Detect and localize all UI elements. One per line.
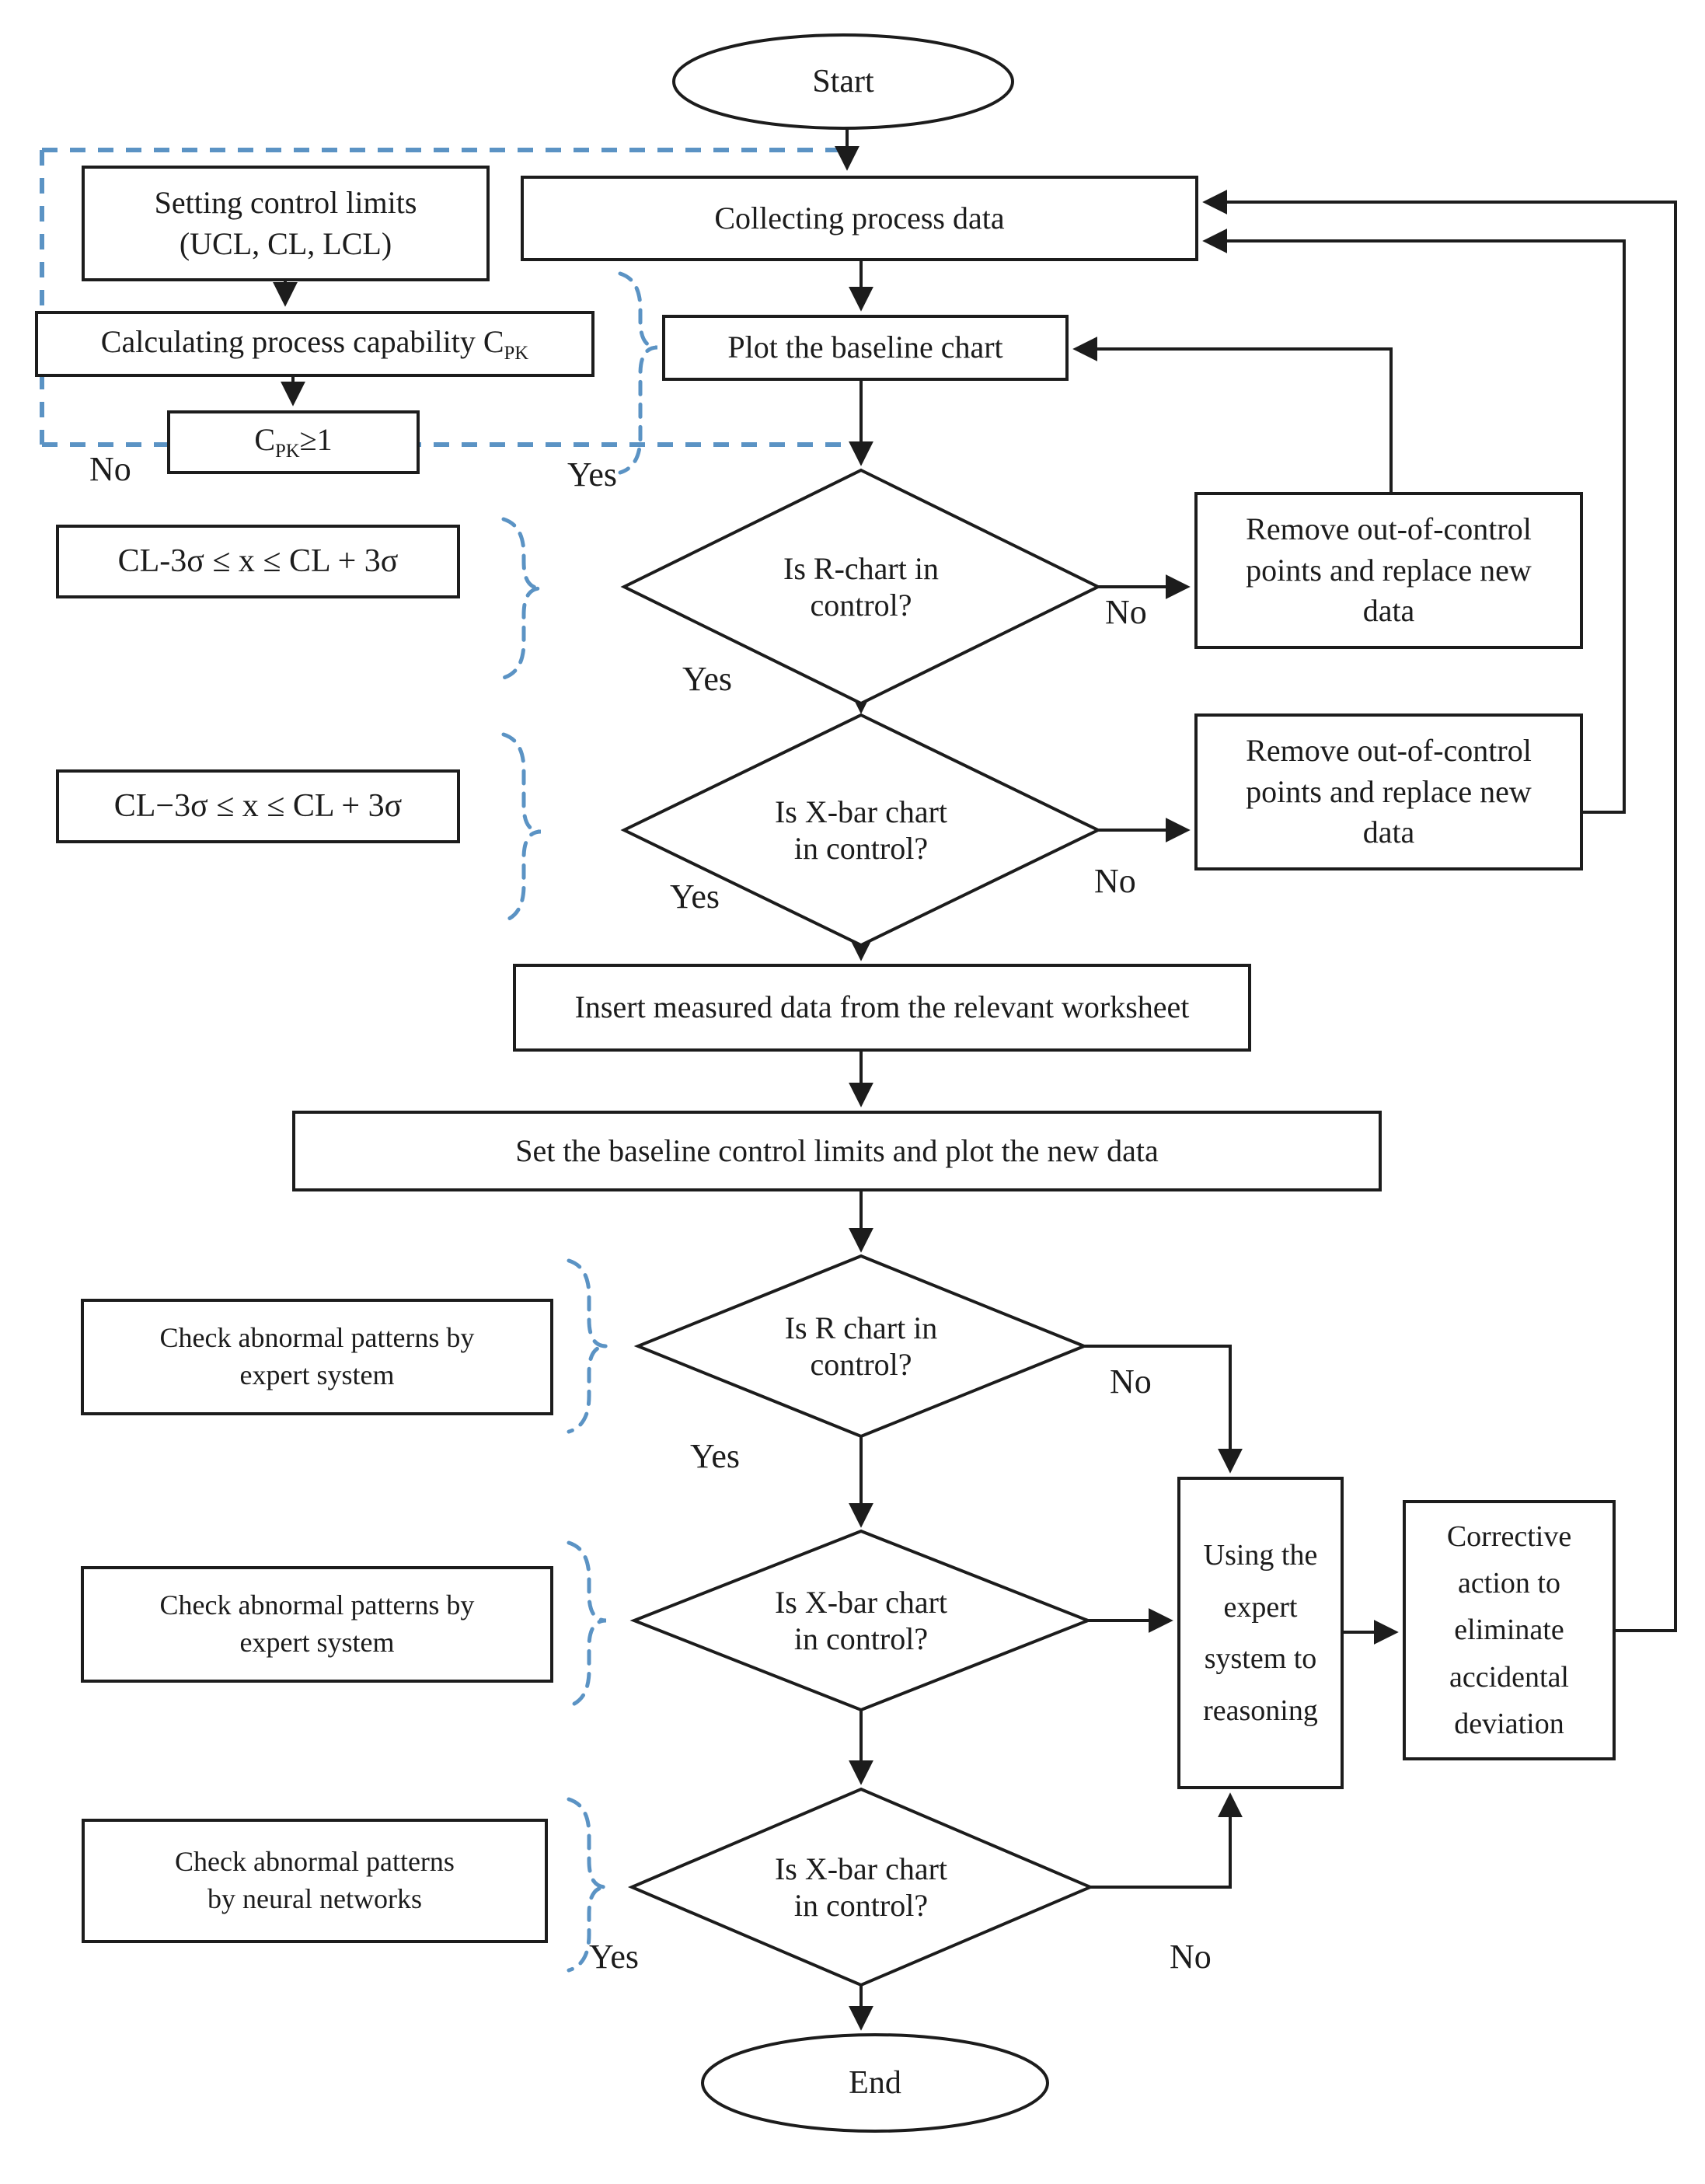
process-set-baseline-limits: Set the baseline control limits and plot…	[292, 1111, 1382, 1191]
decision-xbar-chart-neural	[627, 1787, 1095, 1987]
branch-label-yes-d5: Yes	[589, 1938, 640, 1976]
brace-cpk-to-plot	[618, 271, 658, 475]
branch-label-yes-d2: Yes	[670, 877, 720, 916]
annotation-check-expert-2: Check abnormal patterns by expert system	[81, 1566, 553, 1683]
end-label: End	[849, 2065, 901, 2101]
start-label: Start	[812, 64, 874, 99]
process-calculating-cpk: Calculating process capability CPK	[35, 311, 594, 377]
process-insert-measured-data: Insert measured data from the relevant w…	[513, 964, 1251, 1052]
annotation-check-neural: Check abnormal patterns by neural networ…	[82, 1819, 548, 1943]
annotation-check-expert-1: Check abnormal patterns by expert system	[81, 1299, 553, 1415]
process-remove-points-2: Remove out-of-control points and replace…	[1194, 713, 1583, 870]
brace-cl1-to-d1	[501, 517, 542, 680]
process-using-expert-system: Using the expert system to reasoning	[1177, 1477, 1344, 1789]
decision-r-chart-new-data	[633, 1254, 1089, 1439]
process-setting-control-limits: Setting control limits (UCL, CL, LCL)	[82, 166, 490, 281]
branch-label-no-d2: No	[1094, 862, 1136, 900]
loop-remove2-to-collecting	[1202, 229, 1626, 814]
start-terminator	[672, 33, 1014, 130]
decision-xbar-chart-new-data	[629, 1529, 1093, 1712]
branch-label-yes-cpk: Yes	[567, 455, 618, 494]
decision-r-chart-baseline	[620, 468, 1102, 706]
branch-label-no-cpk: No	[89, 450, 131, 488]
annotation-cl-range-1: CL-3σ ≤ x ≤ CL + 3σ	[56, 525, 460, 598]
loop-corrective-to-collecting	[1202, 190, 1677, 1632]
decision-xbar-chart-baseline	[620, 713, 1102, 947]
brace-check1-to-d3	[567, 1258, 607, 1434]
branch-label-yes-d3: Yes	[690, 1437, 741, 1475]
process-collecting-data: Collecting process data	[521, 176, 1198, 261]
end-terminator	[701, 2033, 1049, 2133]
loop-remove1-to-plot	[1072, 337, 1393, 492]
branch-label-no-d5: No	[1170, 1938, 1212, 1976]
brace-check3-to-d5	[567, 1797, 607, 1973]
process-plot-baseline-chart: Plot the baseline chart	[662, 315, 1069, 381]
branch-label-no-d3: No	[1110, 1362, 1152, 1401]
elbow-d3-no-to-using	[1084, 1345, 1243, 1474]
annotation-cl-range-2: CL−3σ ≤ x ≤ CL + 3σ	[56, 769, 460, 843]
elbow-d5-no-to-using	[1090, 1792, 1243, 1889]
brace-check2-to-d4	[567, 1540, 607, 1708]
process-corrective-action: Corrective action to eliminate accidenta…	[1403, 1500, 1616, 1760]
decision-cpk-ge-1: CPK≥1	[167, 410, 420, 474]
process-remove-points-1: Remove out-of-control points and replace…	[1194, 492, 1583, 649]
branch-label-no-d1: No	[1105, 593, 1147, 631]
brace-cl2-to-d2	[501, 732, 542, 923]
branch-label-yes-d1: Yes	[682, 660, 733, 698]
